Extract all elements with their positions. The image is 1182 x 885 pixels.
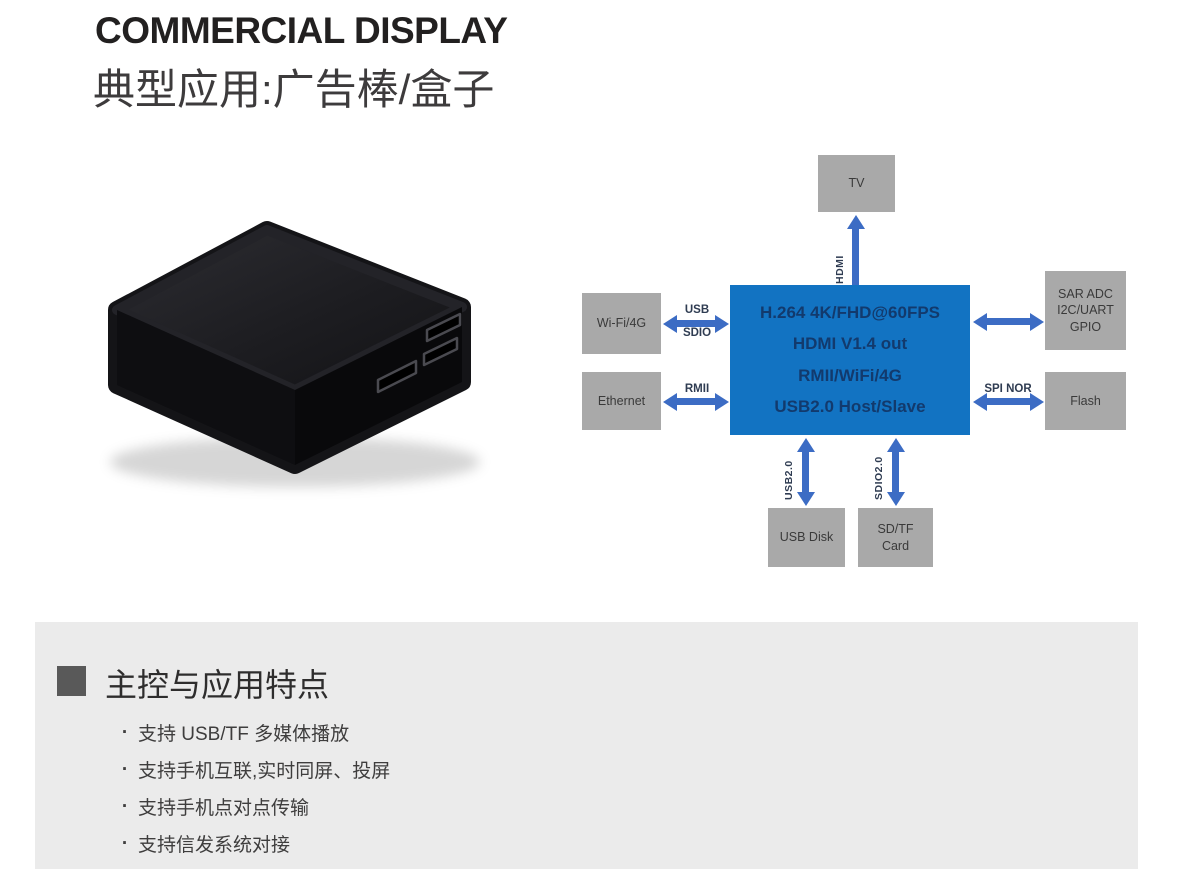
ports-usb-hdmi xyxy=(376,312,462,394)
feature-item: · 支持手机点对点传输 xyxy=(118,788,390,825)
page-subtitle: 典型应用:广告棒/盒子 xyxy=(93,66,495,113)
arrow-spi-nor xyxy=(986,398,1031,405)
bullet-dot: · xyxy=(121,721,129,743)
node-sd-tf-card: SD/TF Card xyxy=(858,508,933,567)
features-section: 主控与应用特点 · 支持 USB/TF 多媒体播放 · 支持手机互联,实时同屏、… xyxy=(35,622,1138,869)
soc-line-codec: H.264 4K/FHD@60FPS xyxy=(759,302,941,322)
link-label-spi-nor: SPI NOR xyxy=(984,383,1032,395)
soc-line-hdmi: HDMI V1.4 out xyxy=(792,334,908,354)
node-usb-disk: USB Disk xyxy=(768,508,845,567)
soc-line-rmii: RMII/WiFi/4G xyxy=(798,365,902,385)
bullet-dot: · xyxy=(121,795,129,817)
link-label-sdio2: SDIO2.0 xyxy=(873,456,885,500)
node-tv: TV xyxy=(818,155,895,212)
arrow-usb-sdio xyxy=(676,320,716,327)
product-photo-tv-box xyxy=(90,140,510,500)
arrow-sar-adc xyxy=(986,318,1031,325)
node-ethernet: Ethernet xyxy=(582,372,661,430)
feature-item: · 支持手机互联,实时同屏、投屏 xyxy=(118,751,390,788)
arrow-sdio2 xyxy=(892,451,899,493)
features-list: · 支持 USB/TF 多媒体播放 · 支持手机互联,实时同屏、投屏 · 支持手… xyxy=(118,714,390,862)
feature-item-text: 支持手机互联,实时同屏、投屏 xyxy=(138,761,391,782)
tv-box-illustration xyxy=(108,221,480,487)
link-label-rmii: RMII xyxy=(684,383,710,395)
feature-item: · 支持 USB/TF 多媒体播放 xyxy=(118,714,390,751)
link-label-usb: USB xyxy=(684,304,710,316)
feature-item-text: 支持手机点对点传输 xyxy=(138,798,310,819)
link-label-usb2: USB2.0 xyxy=(783,460,795,500)
link-label-sdio: SDIO xyxy=(682,327,712,339)
bullet-dot: · xyxy=(121,832,129,854)
feature-item-text: 支持 USB/TF 多媒体播放 xyxy=(138,724,350,745)
node-sar-adc-i2c-uart-gpio: SAR ADC I2C/UART GPIO xyxy=(1045,271,1126,350)
bullet-dot: · xyxy=(121,758,129,780)
node-flash: Flash xyxy=(1045,372,1126,430)
node-wifi-4g: Wi-Fi/4G xyxy=(582,293,661,354)
link-label-hdmi: HDMI xyxy=(834,255,846,284)
feature-item: · 支持信发系统对接 xyxy=(118,825,390,862)
soc-box: H.264 4K/FHD@60FPS HDMI V1.4 out RMII/Wi… xyxy=(730,285,970,435)
section-marker-square xyxy=(57,666,86,696)
arrow-rmii xyxy=(676,398,716,405)
features-heading: 主控与应用特点 xyxy=(105,667,330,703)
page-title: COMMERCIAL DISPLAY xyxy=(95,10,508,51)
arrow-usb2 xyxy=(802,451,809,493)
feature-item-text: 支持信发系统对接 xyxy=(138,835,291,856)
arrow-hdmi xyxy=(852,228,859,285)
soc-line-usb: USB2.0 Host/Slave xyxy=(774,397,926,417)
